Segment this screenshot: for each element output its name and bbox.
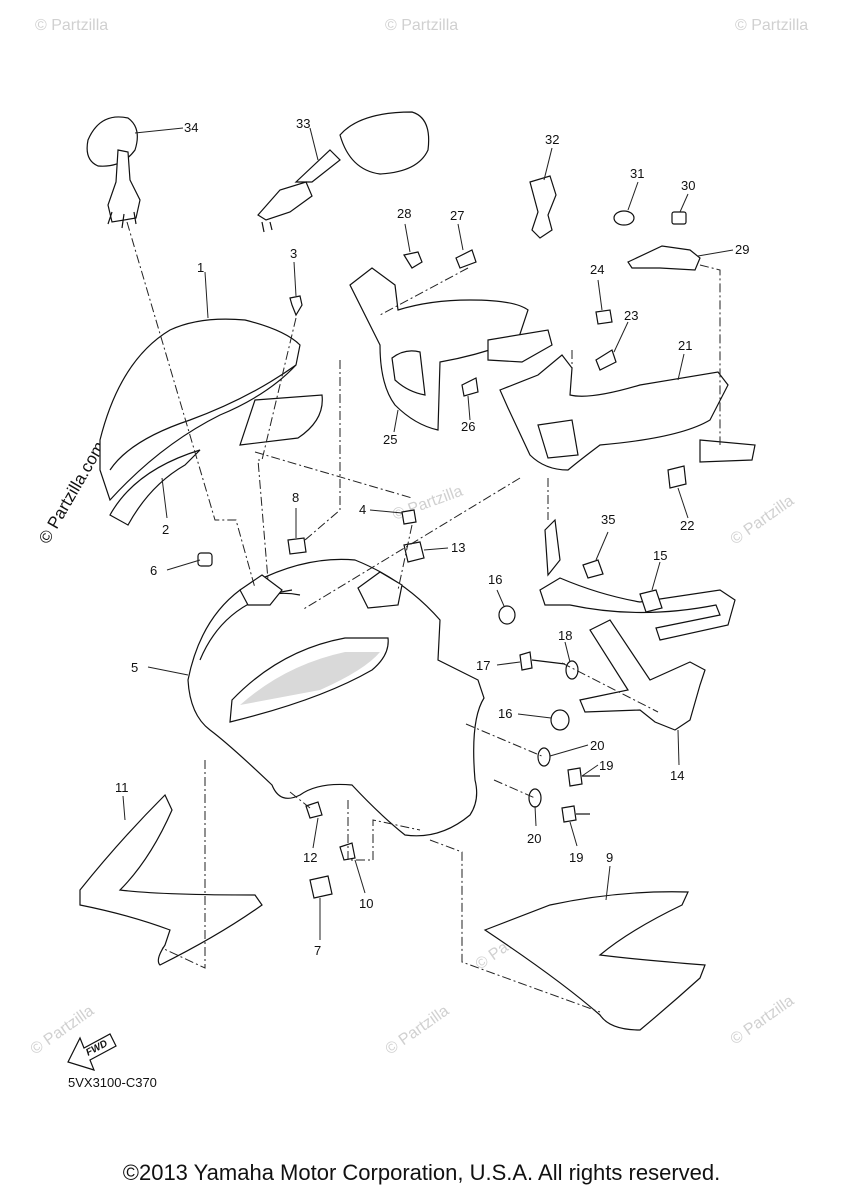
callout-28: 28 xyxy=(397,206,411,221)
callout-33: 33 xyxy=(296,116,310,131)
watermark: © Partzilla xyxy=(728,992,798,1048)
callout-12: 12 xyxy=(303,850,317,865)
callout-13: 13 xyxy=(451,540,465,555)
upper-cowling xyxy=(187,558,485,837)
copyright-notice: ©2013 Yamaha Motor Corporation, U.S.A. A… xyxy=(122,1160,721,1185)
callout-9: 9 xyxy=(606,850,613,865)
callout-3: 3 xyxy=(290,246,297,261)
callout-35: 35 xyxy=(601,512,615,527)
grommet-31 xyxy=(613,210,635,226)
callout-24: 24 xyxy=(590,262,604,277)
callout-23: 23 xyxy=(624,308,638,323)
watermark: © Partzilla xyxy=(383,1002,453,1058)
mirror-left xyxy=(86,116,141,229)
small-parts xyxy=(197,249,687,899)
callout-1: 1 xyxy=(197,260,204,275)
callout-14: 14 xyxy=(670,768,684,783)
callout-11: 11 xyxy=(115,780,129,795)
callout-29: 29 xyxy=(735,242,749,257)
callout-5: 5 xyxy=(131,660,138,675)
callout-26: 26 xyxy=(461,419,475,434)
callout-31: 31 xyxy=(630,166,644,181)
callout-8: 8 xyxy=(292,490,299,505)
callout-22: 22 xyxy=(680,518,694,533)
stay-29 xyxy=(627,245,701,271)
leader-lines xyxy=(122,127,734,940)
side-panel-left xyxy=(79,793,263,966)
bracket-32 xyxy=(529,175,557,239)
callout-18: 18 xyxy=(558,628,572,643)
cap-30 xyxy=(671,211,687,225)
watermark: © Partzilla xyxy=(385,17,458,34)
callout-4: 4 xyxy=(359,502,366,517)
callout-21: 21 xyxy=(678,338,692,353)
callout-20a: 20 xyxy=(590,738,604,753)
callout-27: 27 xyxy=(450,208,464,223)
callout-10: 10 xyxy=(359,896,373,911)
callout-6: 6 xyxy=(150,563,157,578)
callout-25: 25 xyxy=(383,432,397,447)
assembly-lines xyxy=(126,221,721,1013)
stay-assembly xyxy=(499,354,756,471)
callout-17: 17 xyxy=(476,658,490,673)
watermark: © Partzilla xyxy=(35,17,108,34)
callout-32: 32 xyxy=(545,132,559,147)
callout-34: 34 xyxy=(184,120,198,135)
mirror-right xyxy=(257,111,430,233)
stay-bracket xyxy=(539,518,736,731)
callout-20b: 20 xyxy=(527,831,541,846)
windscreen-trim xyxy=(109,449,201,526)
callout-16b: 16 xyxy=(498,706,512,721)
callout-2: 2 xyxy=(162,522,169,537)
callout-30: 30 xyxy=(681,178,695,193)
callout-16a: 16 xyxy=(488,572,502,587)
callout-19b: 19 xyxy=(569,850,583,865)
part-drawings: FWD xyxy=(67,111,756,1071)
watermark: © Partzilla xyxy=(728,492,798,548)
side-panel-right xyxy=(483,891,706,1031)
callout-15: 15 xyxy=(653,548,667,563)
side-watermark: © Partzilla.com xyxy=(35,438,109,547)
callout-numbers: 34 33 1 3 2 4 8 6 5 13 28 27 32 31 30 29… xyxy=(115,116,749,958)
windscreen-bracket xyxy=(239,394,323,446)
diagram-code: 5VX3100-C370 xyxy=(68,1075,157,1090)
callout-7: 7 xyxy=(314,943,321,958)
callout-19a: 19 xyxy=(599,758,613,773)
watermark: © Partzilla xyxy=(735,17,808,34)
fwd-arrow-icon: FWD xyxy=(67,1033,117,1071)
inner-panel xyxy=(349,267,553,431)
